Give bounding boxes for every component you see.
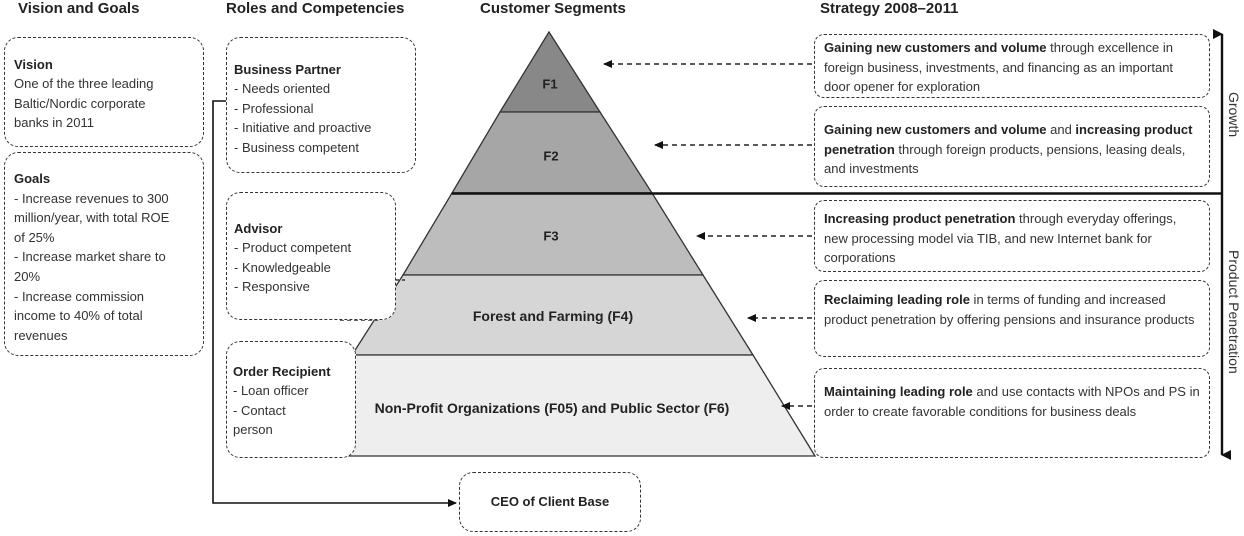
vision-line: Baltic/Nordic corporate — [14, 95, 146, 111]
role-business-partner-box: Business Partner - Needs oriented - Prof… — [226, 37, 416, 173]
strategy-bold: increasing product penetration — [824, 122, 1193, 157]
goals-line: revenues — [14, 327, 68, 343]
header-segments: Customer Segments — [480, 0, 626, 17]
goals-line: of 25% — [14, 229, 55, 245]
strategy-box-2: Gaining new customers and volume and inc… — [814, 106, 1210, 187]
strategy-bold: Gaining new customers and volume — [824, 40, 1047, 55]
goals-line: 20% — [14, 268, 41, 284]
role-item: - Loan officer — [233, 383, 309, 399]
segment-label-f4: Forest and Farming (F4) — [472, 308, 634, 324]
role-item: person — [233, 422, 273, 438]
strategy-box-3: Increasing product penetration through e… — [814, 200, 1210, 272]
strategy-box-1: Gaining new customers and volume through… — [814, 34, 1210, 98]
strategy-text: and use contacts with NPOs and PS in ord… — [824, 384, 1200, 419]
goals-line: - Increase commission — [14, 288, 145, 304]
growth-label: Growth — [1226, 92, 1242, 138]
vision-line: One of the three leading — [14, 76, 154, 92]
header-vision-goals: Vision and Goals — [18, 0, 140, 17]
ceo-connector — [212, 100, 457, 507]
role-item: - Responsive — [234, 279, 310, 295]
strategy-bold: Reclaiming leading role — [824, 292, 970, 307]
role-title: Order Recipient — [233, 364, 331, 379]
segment-label-f2: F2 — [543, 148, 559, 164]
role-title: Business Partner — [234, 62, 341, 77]
goals-line: million/year, with total ROE — [14, 210, 170, 226]
goals-box: Goals - Increase revenues to 300 million… — [4, 152, 204, 356]
strategy-bold: Maintaining leading role — [824, 384, 973, 399]
strategy-text: and — [1046, 122, 1076, 137]
header-strategy: Strategy 2008–2011 — [820, 0, 959, 17]
strategy-text: in terms of funding and increased produc… — [824, 292, 1195, 327]
role-item: - Product competent — [234, 240, 352, 256]
strategy-box-5: Maintaining leading role and use contact… — [814, 368, 1210, 458]
role-advisor-box: Advisor - Product competent - Knowledgea… — [226, 192, 396, 320]
role-item: - Needs oriented — [234, 81, 331, 97]
strategy-bold: Gaining new customers and volume — [824, 122, 1047, 137]
vision-line: banks in 2011 — [14, 115, 94, 131]
segment-label-f5-f6: Non-Profit Organizations (F05) and Publi… — [374, 400, 730, 416]
goals-title: Goals — [14, 171, 51, 186]
ceo-client-base-box: CEO of Client Base — [459, 472, 641, 532]
vision-box: Vision One of the three leading Baltic/N… — [4, 37, 204, 147]
penetration-label: Product Penetration — [1226, 250, 1242, 374]
role-item: - Professional — [234, 100, 314, 116]
role-item: - Business competent — [234, 139, 360, 155]
strategy-text: through foreign products, pensions, leas… — [824, 141, 1186, 177]
segment-label-f3: F3 — [543, 228, 559, 244]
segment-label-f1: F1 — [542, 76, 558, 92]
strategy-bold: Increasing product penetration — [824, 211, 1016, 226]
role-title: Advisor — [234, 221, 283, 236]
role-order-recipient-box: Order Recipient - Loan officer - Contact… — [226, 341, 356, 458]
strategy-text: through everyday offerings, new processi… — [824, 211, 1177, 266]
role-item: - Knowledgeable — [234, 259, 331, 275]
strategy-box-4: Reclaiming leading role in terms of fund… — [814, 280, 1210, 357]
goals-line: - Increase revenues to 300 — [14, 190, 169, 206]
vision-title: Vision — [14, 57, 53, 72]
strategy-text: through excellence in foreign business, … — [824, 40, 1174, 95]
role-item: - Contact — [233, 402, 286, 418]
header-roles: Roles and Competencies — [226, 0, 405, 17]
goals-line: - Increase market share to — [14, 249, 166, 265]
goals-line: income to 40% of total — [14, 308, 143, 324]
segment-f1-shape — [498, 30, 602, 113]
ceo-box-label: CEO of Client Base — [490, 494, 610, 510]
role-item: - Initiative and proactive — [234, 120, 372, 136]
